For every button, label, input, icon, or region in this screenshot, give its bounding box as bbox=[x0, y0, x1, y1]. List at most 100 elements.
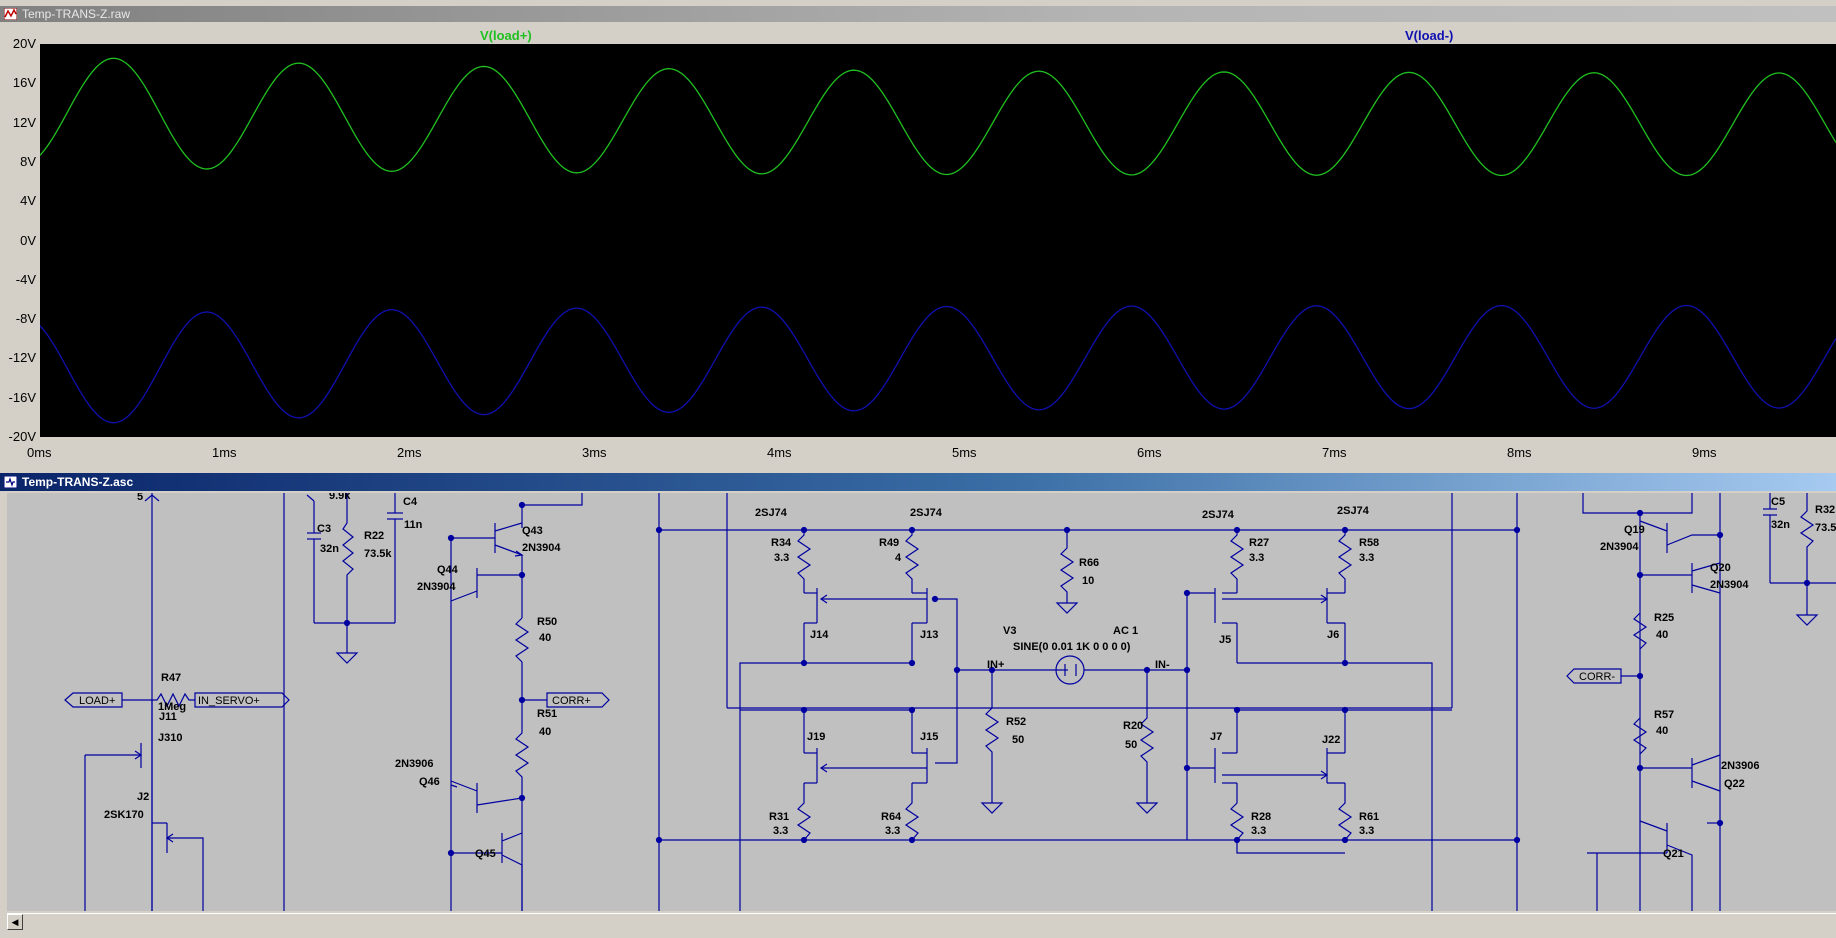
component-label: R64 bbox=[881, 811, 902, 823]
component-label: 11n bbox=[404, 519, 423, 531]
schematic-canvas[interactable]: LOAD+ IN_SERVO+ bbox=[7, 493, 1836, 911]
component-label: Q45 bbox=[475, 848, 496, 860]
component-label: R52 bbox=[1006, 716, 1027, 728]
schematic-drawing: LOAD+ IN_SERVO+ bbox=[64, 493, 1836, 911]
component-label: 32n bbox=[320, 543, 339, 555]
trace-label-load-minus[interactable]: V(load-) bbox=[1405, 28, 1454, 43]
trace-load-plus[interactable] bbox=[39, 57, 1836, 177]
component-label: 3.3 bbox=[1359, 552, 1375, 564]
x-tick-label: 9ms bbox=[1692, 445, 1717, 460]
scroll-left-arrow-icon[interactable]: ◀ bbox=[7, 914, 23, 930]
component-label: R66 bbox=[1079, 557, 1100, 569]
component-label: R58 bbox=[1359, 537, 1380, 549]
x-tick-label: 1ms bbox=[212, 445, 237, 460]
component-label: J310 bbox=[158, 732, 183, 744]
component-label: Q19 bbox=[1624, 524, 1645, 536]
x-tick-label: 7ms bbox=[1322, 445, 1347, 460]
x-tick-label: 2ms bbox=[397, 445, 422, 460]
schematic-app-icon[interactable] bbox=[4, 476, 17, 488]
component-label: 73.5k bbox=[364, 548, 392, 560]
y-tick-label: 12V bbox=[12, 114, 36, 130]
component-label: 3.3 bbox=[885, 825, 901, 837]
component-label: R22 bbox=[364, 530, 385, 542]
component-label: J19 bbox=[807, 731, 826, 743]
component-label: Q22 bbox=[1724, 778, 1745, 790]
net-flag-label: CORR- bbox=[1579, 671, 1615, 683]
component-label: R50 bbox=[537, 616, 558, 628]
component-label: 3.3 bbox=[774, 552, 790, 564]
component-label: 2N3904 bbox=[417, 581, 456, 593]
net-flag-load-plus[interactable]: LOAD+ bbox=[64, 692, 123, 708]
component-label: C5 bbox=[1771, 496, 1786, 508]
component-label: Q44 bbox=[437, 564, 458, 576]
component-label: AC 1 bbox=[1113, 625, 1139, 637]
net-flag-label: IN_SERVO+ bbox=[198, 695, 260, 707]
component-label: R27 bbox=[1249, 537, 1270, 549]
component-label: 3.3 bbox=[1251, 825, 1267, 837]
component-label: 2SJ74 bbox=[1337, 505, 1369, 517]
component-label: SINE(0 0.01 1K 0 0 0 0) bbox=[1013, 641, 1131, 653]
schematic-window-titlebar[interactable]: Temp-TRANS-Z.asc bbox=[0, 473, 1836, 491]
component-label: J11 bbox=[159, 711, 177, 723]
trace-load-minus[interactable] bbox=[39, 304, 1836, 424]
component-label: R57 bbox=[1654, 709, 1675, 721]
component-label: J6 bbox=[1327, 629, 1340, 641]
y-tick-label: 0V bbox=[20, 232, 36, 248]
component-label: J2 bbox=[137, 791, 150, 803]
component-label: Q20 bbox=[1710, 562, 1731, 574]
component-label: R25 bbox=[1654, 612, 1675, 624]
component-label: C4 bbox=[403, 496, 418, 508]
component-label: C3 bbox=[317, 523, 332, 535]
component-label: Q46 bbox=[419, 776, 440, 788]
component-label: IN+ bbox=[987, 659, 1005, 671]
component-label: 10 bbox=[1082, 575, 1095, 587]
y-tick-label: 8V bbox=[20, 153, 36, 169]
x-tick-label: 4ms bbox=[767, 445, 792, 460]
component-label: 2N3906 bbox=[1721, 760, 1760, 772]
component-label: Q43 bbox=[522, 525, 543, 537]
x-tick-label: 5ms bbox=[952, 445, 977, 460]
x-tick-label: 0ms bbox=[27, 445, 52, 460]
component-label: 50 bbox=[1012, 734, 1025, 746]
component-label: R51 bbox=[537, 708, 558, 720]
component-label: R49 bbox=[879, 537, 900, 549]
component-label: 5 bbox=[137, 493, 144, 503]
y-tick-label: -8V bbox=[15, 311, 36, 327]
x-tick-label: 3ms bbox=[582, 445, 607, 460]
plot-area[interactable] bbox=[39, 44, 1836, 437]
net-flag-label: LOAD+ bbox=[79, 695, 115, 707]
net-flag-in-servo-plus[interactable]: IN_SERVO+ bbox=[194, 692, 290, 708]
y-tick-label: -12V bbox=[8, 350, 36, 366]
component-label: J5 bbox=[1219, 634, 1232, 646]
horizontal-scrollbar[interactable]: ◀ bbox=[7, 913, 1836, 931]
schematic-window-title: Temp-TRANS-Z.asc bbox=[22, 475, 134, 489]
component-label: 32n bbox=[1771, 519, 1790, 531]
y-tick-label: 16V bbox=[12, 75, 36, 91]
component-label: 2SJ74 bbox=[1202, 509, 1234, 521]
component-label: 2SJ74 bbox=[910, 507, 942, 519]
component-label: J7 bbox=[1210, 731, 1223, 743]
component-label: Q21 bbox=[1663, 848, 1684, 860]
component-label: 2N3906 bbox=[395, 758, 434, 770]
y-tick-label: 20V bbox=[12, 36, 36, 51]
component-label: R31 bbox=[769, 811, 790, 823]
component-label: 2SJ74 bbox=[755, 507, 787, 519]
component-label: R34 bbox=[771, 537, 792, 549]
component-label: V3 bbox=[1003, 625, 1017, 637]
waveform-app-icon[interactable] bbox=[4, 8, 17, 20]
component-label: 2N3904 bbox=[1710, 579, 1749, 591]
plot-canvas bbox=[39, 57, 1836, 424]
net-flag-corr-plus[interactable]: CORR+ bbox=[546, 692, 610, 708]
component-label: 40 bbox=[539, 632, 552, 644]
net-flag-corr-minus[interactable]: CORR- bbox=[1566, 668, 1622, 684]
component-label: 73.5 bbox=[1815, 522, 1836, 534]
component-label: IN- bbox=[1155, 659, 1170, 671]
component-label: J15 bbox=[920, 731, 939, 743]
component-label: J14 bbox=[810, 629, 829, 641]
trace-label-load-plus[interactable]: V(load+) bbox=[480, 28, 532, 43]
waveform-window-titlebar[interactable]: Temp-TRANS-Z.raw bbox=[0, 6, 1836, 22]
component-label: 2N3904 bbox=[522, 542, 561, 554]
component-label: 40 bbox=[1656, 725, 1669, 737]
y-tick-label: -20V bbox=[8, 429, 36, 444]
